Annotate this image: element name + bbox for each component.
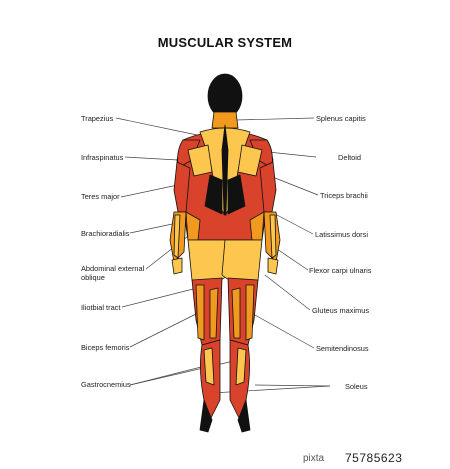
label-teres-major: Teres major	[81, 192, 120, 201]
head	[207, 73, 243, 119]
infraspinatus-right	[237, 144, 263, 177]
image-id: 75785623	[345, 451, 403, 465]
splenius-capitis	[211, 111, 239, 129]
latissimus-left	[204, 174, 223, 215]
leader-line-gluteus	[264, 274, 311, 311]
gluteus-left	[187, 239, 229, 285]
gastrocnemius-right	[235, 347, 247, 386]
label-soleus: Soleus	[345, 382, 368, 391]
hand-right	[267, 257, 279, 275]
spine	[221, 124, 229, 216]
leader-line-soleus-1	[254, 384, 331, 387]
leader-line-brachioradialis	[129, 222, 178, 234]
gluteus-right	[221, 239, 263, 285]
label-biceps-femoris: Biceps femoris	[81, 343, 130, 352]
leader-lines	[115, 117, 331, 394]
infraspinatus-left	[187, 144, 213, 177]
body-figure	[169, 73, 281, 433]
iliotibial-left	[195, 284, 205, 341]
leader-line-trapezius	[115, 117, 198, 136]
gastrocnemius-left	[203, 347, 215, 386]
leader-line-deltoid	[267, 151, 317, 158]
leader-line-iliotibial	[121, 287, 198, 308]
label-flexor-carpi-ulnaris: Flexor carpi ulnaris	[309, 266, 372, 275]
label-trapezius: Trapezius	[81, 114, 114, 123]
flexor-carpi-right	[269, 214, 277, 259]
biceps-femoris-left	[209, 287, 219, 339]
label-infraspinatus: Infraspinatus	[81, 153, 124, 162]
label-gluteus-maximus: Gluteus maximus	[312, 306, 370, 315]
label-semitendinosus: Semitendinosus	[316, 344, 369, 353]
leader-line-semitendinosus	[245, 309, 315, 349]
leader-line-oblique	[145, 232, 193, 270]
label-triceps-brachii: Triceps brachii	[320, 191, 368, 200]
label-deltoid: Deltoid	[338, 153, 362, 162]
watermark-bar: pixta 75785623	[0, 447, 450, 469]
leader-line-infraspinatus	[124, 156, 179, 161]
label-splenius-capitis: Splenus capitis	[316, 114, 366, 123]
leader-line-gastrocnemius-2	[129, 359, 239, 386]
hand-left	[171, 257, 183, 275]
label-latissimus-dorsi: Latissimus dorsi	[315, 230, 368, 239]
foot-right	[237, 399, 251, 433]
leader-line-splenius	[235, 117, 315, 121]
label-iliotibial-tract: Iliotbial tract	[81, 303, 121, 312]
label-brachioradialis: Brachioradialis	[81, 229, 130, 238]
iliotibial-right	[245, 284, 255, 341]
pixta-logo: pixta	[303, 453, 325, 464]
semitendinosus-right	[231, 287, 241, 339]
leader-line-biceps-femoris	[129, 311, 201, 348]
brachioradialis-left	[173, 214, 181, 259]
page-title: MUSCULAR SYSTEM	[157, 35, 293, 50]
label-gastrocnemius: Gastrocnemius	[81, 380, 131, 389]
leader-line-triceps	[269, 175, 319, 196]
label-abdominal-external-oblique: Abdominal external oblique	[81, 264, 145, 282]
latissimus-right	[227, 174, 246, 215]
foot-left	[199, 399, 213, 433]
